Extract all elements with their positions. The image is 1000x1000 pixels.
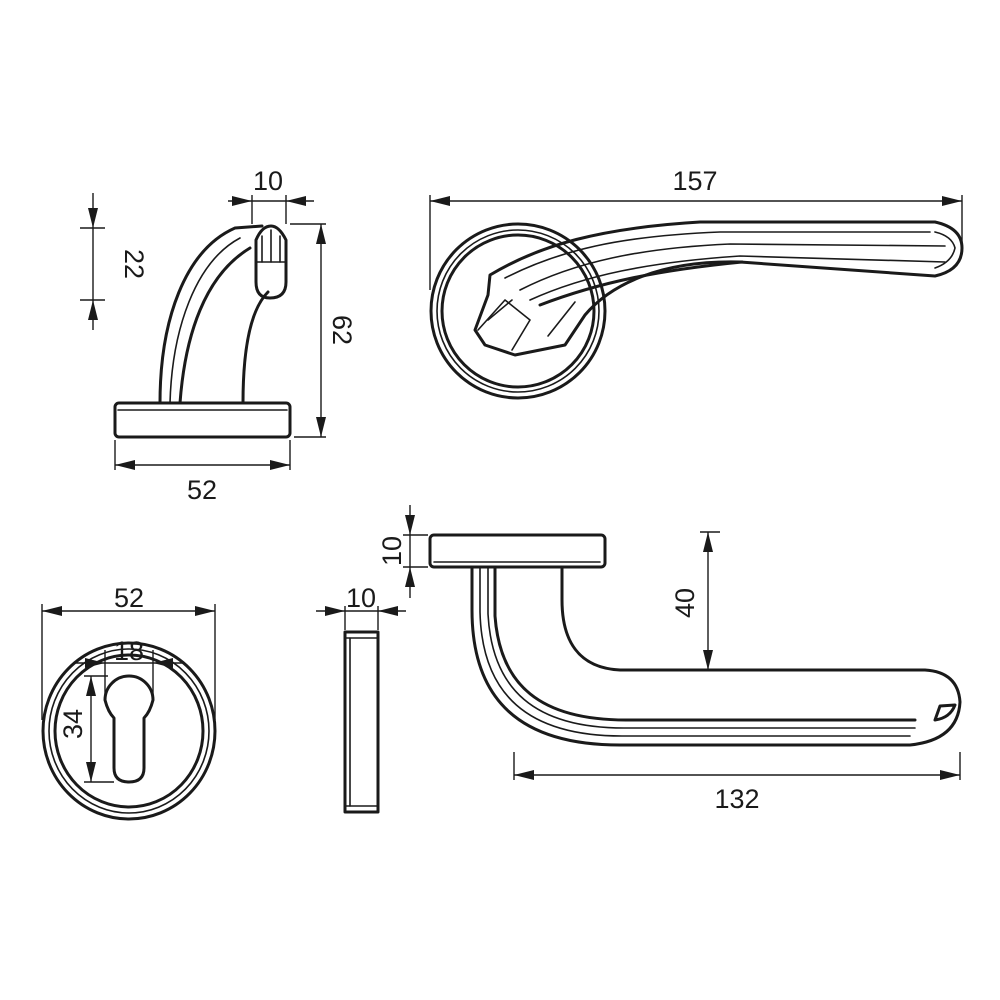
dim-escutcheon-diameter: 52 [41, 583, 216, 720]
front-lever-tip [933, 703, 957, 722]
label-side-total-height: 62 [327, 315, 357, 345]
dim-front-handle-projection: 40 [670, 531, 720, 671]
dim-side-total-height: 62 [290, 223, 357, 438]
label-escutcheon-thickness: 10 [346, 583, 376, 613]
label-front-handle-projection: 40 [670, 588, 700, 618]
escutcheon-keyhole [103, 674, 155, 784]
top-rose-outer [429, 222, 607, 400]
front-view: 10 40 132 [377, 505, 962, 814]
dim-front-rose-thickness: 10 [377, 505, 428, 598]
dim-side-cap-height: 22 [80, 193, 149, 330]
dim-side-rose-width: 10 [228, 166, 314, 224]
label-escutcheon-keyhole-height: 34 [58, 709, 88, 739]
label-front-handle-length: 132 [714, 784, 759, 814]
escutcheon-front-view: 52 18 34 [41, 583, 217, 821]
front-lever-outline [470, 565, 962, 747]
top-lever-outline [473, 220, 964, 357]
dim-escutcheon-keyhole-height: 34 [58, 675, 114, 783]
side-rose-base [113, 401, 292, 439]
front-rose [428, 533, 607, 569]
label-side-base-width: 52 [187, 475, 217, 505]
label-side-cap-height: 22 [119, 249, 149, 279]
dim-front-handle-length: 132 [513, 752, 961, 814]
top-view: 157 [429, 166, 964, 400]
side-view: 10 22 62 52 [80, 166, 357, 505]
escutcheon-outer-ring [41, 641, 217, 821]
label-top-handle-length: 157 [672, 166, 717, 196]
dim-escutcheon-keyhole-width: 18 [75, 636, 183, 695]
dim-top-handle-length: 157 [429, 166, 963, 290]
label-escutcheon-keyhole-width: 18 [114, 636, 144, 666]
label-front-rose-thickness: 10 [377, 536, 407, 566]
label-escutcheon-diameter: 52 [114, 583, 144, 613]
side-lever-cap [254, 224, 288, 300]
side-handle-outer-curve [158, 224, 264, 405]
escutcheon-side-view: 10 [316, 583, 406, 814]
dim-escutcheon-thickness: 10 [316, 583, 406, 630]
dim-side-base-width: 52 [114, 440, 291, 505]
escutcheon-side-profile [343, 630, 380, 814]
label-side-rose-width: 10 [253, 166, 283, 196]
